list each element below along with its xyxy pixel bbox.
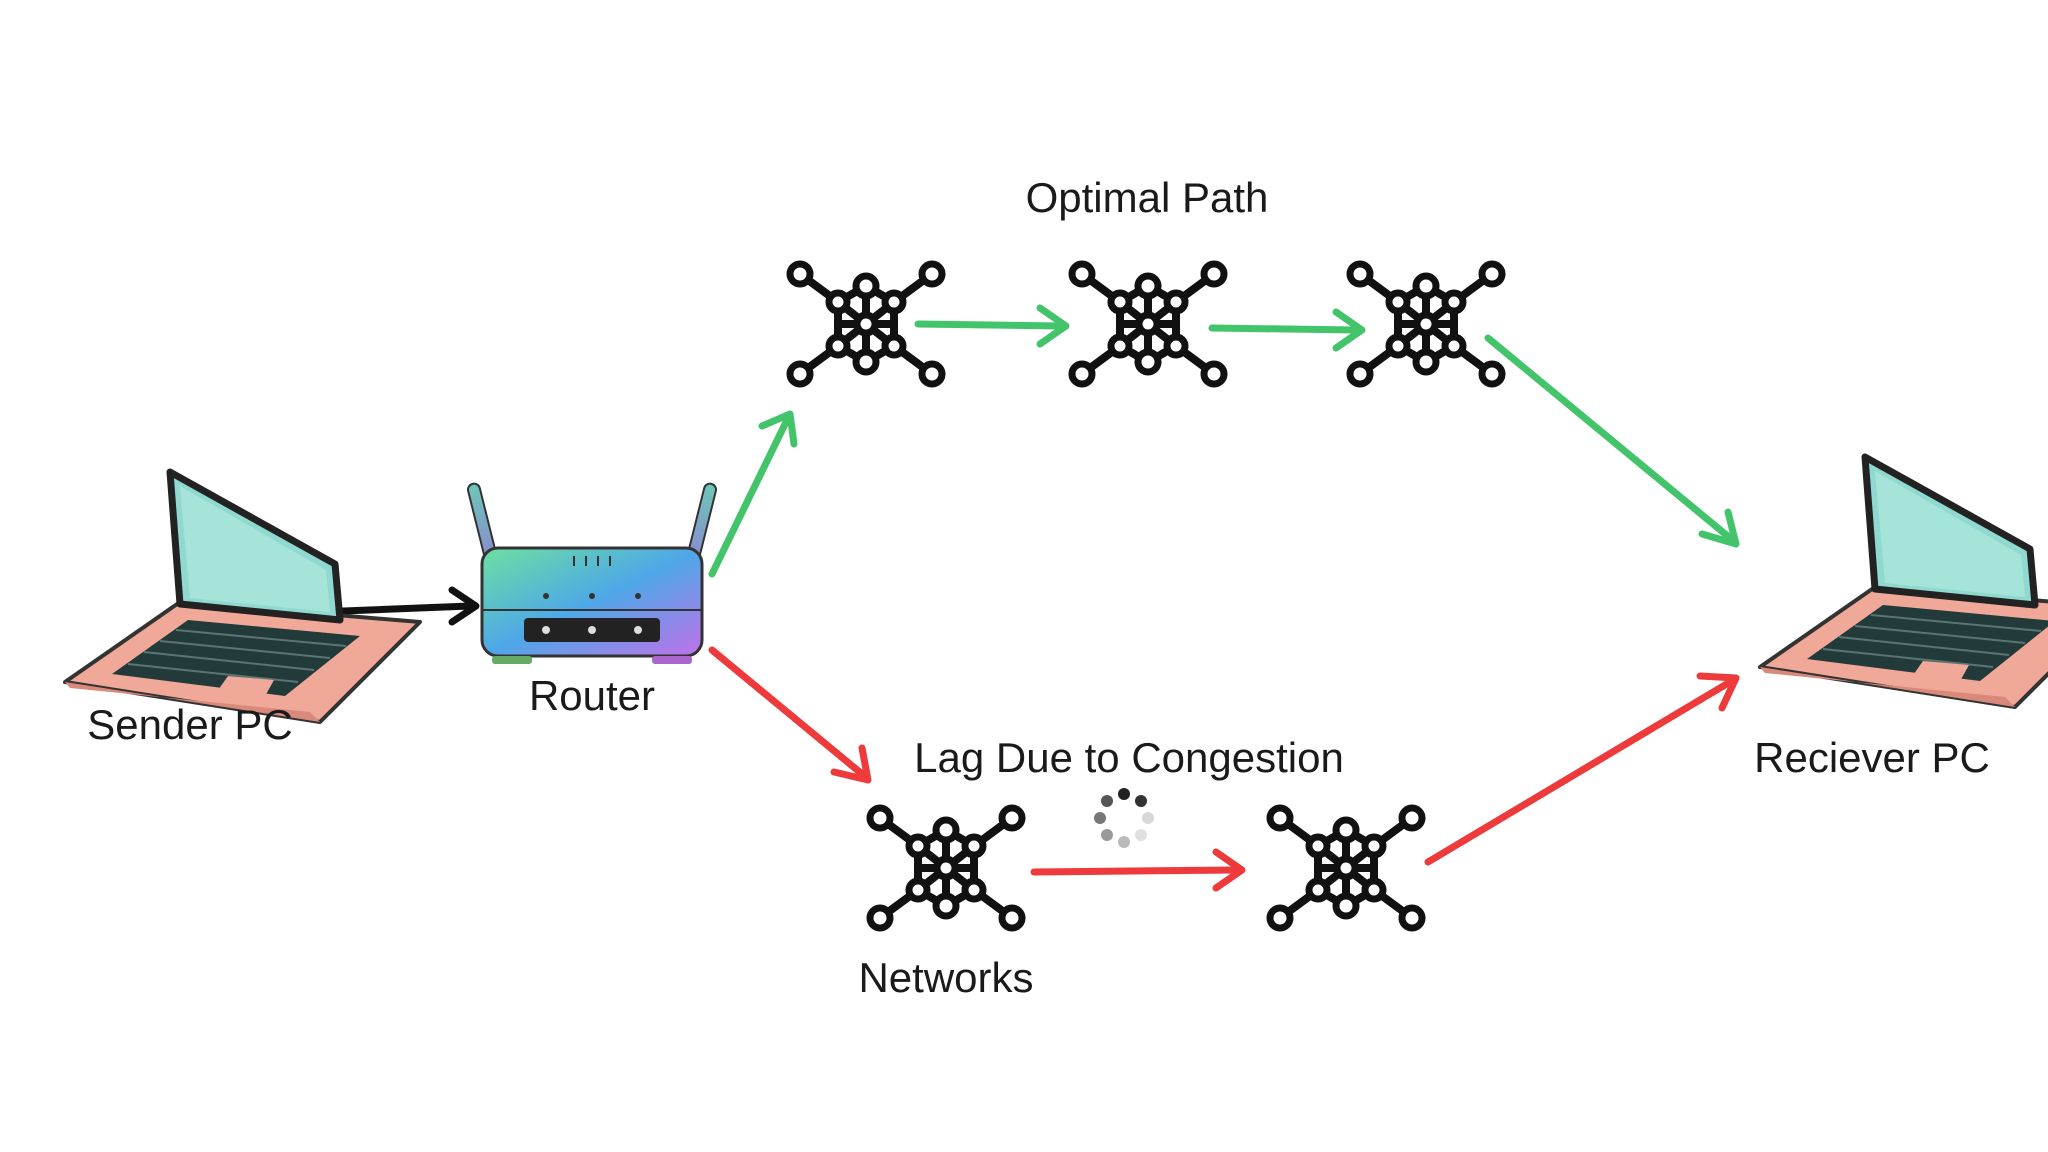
arrow-top-node2-to-node3: [1208, 308, 1366, 352]
arrow-bottom-node1-to-node2: [1030, 848, 1246, 892]
arrow-bottom-node2-to-receiver: [1424, 672, 1740, 866]
arrow-top-node1-to-node2: [914, 304, 1070, 348]
optimal-path-label: Optimal Path: [1026, 174, 1269, 221]
wifi-router-icon: [467, 482, 717, 664]
networks-label: Networks: [858, 954, 1033, 1001]
lag-label: Lag Due to Congestion: [914, 734, 1344, 781]
sender-label: Sender PC: [87, 701, 292, 748]
network-graph-icon: [1270, 808, 1422, 928]
network-graph-icon: [1072, 264, 1224, 384]
laptop-icon: [1760, 457, 2048, 707]
network-graph-icon: [870, 808, 1022, 928]
arrow-top-node3-to-receiver: [1484, 334, 1740, 548]
router-label: Router: [529, 672, 655, 719]
arrow-router-to-top-node: [708, 410, 798, 578]
receiver-label: Reciever PC: [1754, 734, 1990, 781]
loading-spinner-icon: [1094, 788, 1154, 848]
laptop-icon: [65, 472, 420, 722]
network-graph-icon: [1350, 264, 1502, 384]
arrow-router-to-bottom-node: [708, 646, 872, 784]
